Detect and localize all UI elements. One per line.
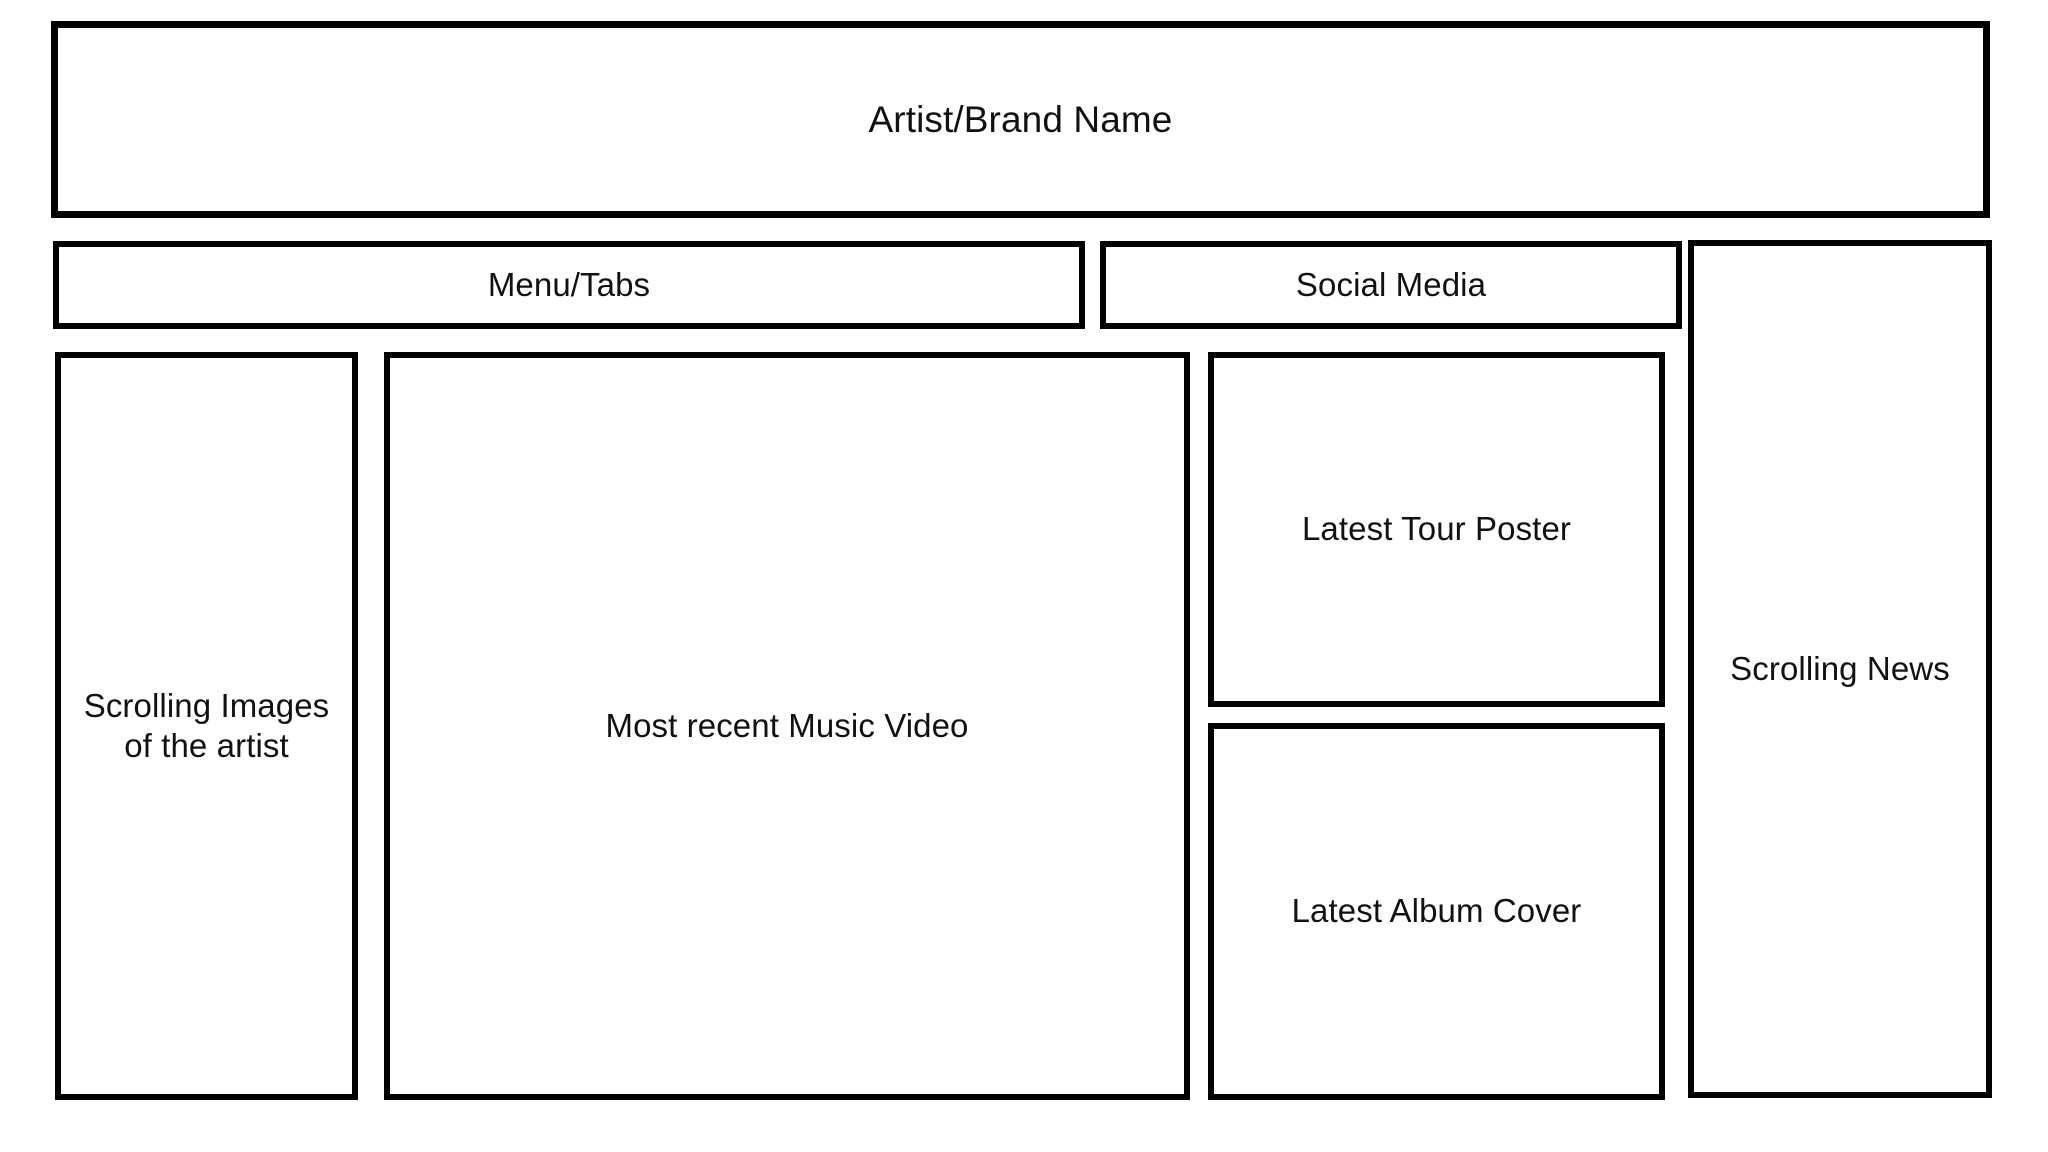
- scrolling-news-label: Scrolling News: [1730, 649, 1950, 687]
- menu-tabs-nav[interactable]: Menu/Tabs: [53, 241, 1085, 329]
- tour-poster-label: Latest Tour Poster: [1301, 510, 1571, 548]
- page-title: Artist/Brand Name: [868, 98, 1173, 140]
- scrolling-images-panel[interactable]: Scrolling Images of the artist: [55, 352, 358, 1100]
- latest-tour-poster[interactable]: Latest Tour Poster: [1208, 352, 1665, 707]
- music-video-player[interactable]: Most recent Music Video: [384, 352, 1190, 1100]
- latest-album-cover[interactable]: Latest Album Cover: [1208, 723, 1665, 1100]
- menu-tabs-label: Menu/Tabs: [487, 265, 651, 303]
- scrolling-images-label: Scrolling Images of the artist: [83, 686, 330, 764]
- music-video-label: Most recent Music Video: [605, 706, 969, 744]
- header-banner: Artist/Brand Name: [51, 21, 1990, 218]
- scrolling-news-panel[interactable]: Scrolling News: [1688, 240, 1992, 1098]
- album-cover-label: Latest Album Cover: [1291, 892, 1582, 930]
- social-media-label: Social Media: [1295, 265, 1487, 303]
- social-media-bar[interactable]: Social Media: [1100, 241, 1682, 329]
